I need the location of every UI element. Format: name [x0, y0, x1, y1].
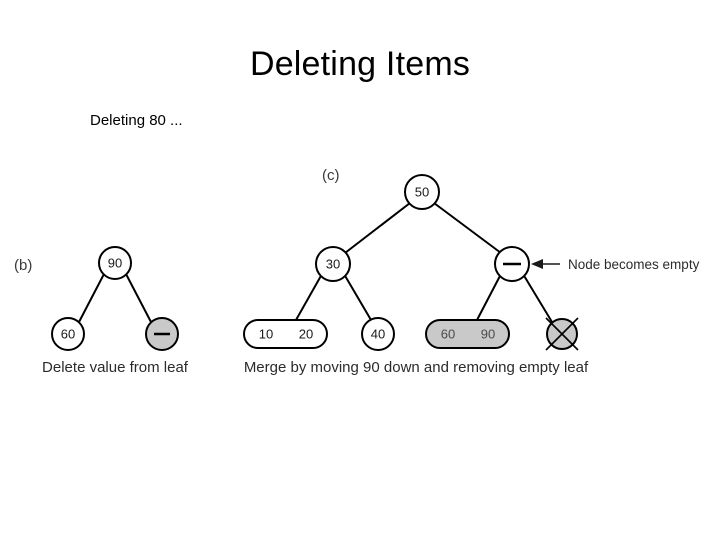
- annotation-node-becomes-empty: Node becomes empty: [531, 257, 700, 272]
- node-b-root-circle: [98, 246, 132, 280]
- node-c-leaf-10-label: 10: [259, 326, 273, 341]
- edge-c-empty-to-leaf3: [476, 273, 502, 321]
- node-c-leaf-10-20: 10 20: [243, 319, 328, 349]
- node-c-root-circle: [404, 174, 440, 210]
- node-c-leaf-10-20-box: [243, 319, 328, 349]
- cross-out-icon: [545, 317, 579, 351]
- figure-c-caption: Merge by moving 90 down and removing emp…: [244, 359, 589, 376]
- figure-b-label: (b): [14, 257, 32, 274]
- node-c-leaf-40-label: 40: [371, 326, 385, 341]
- page-title: Deleting Items: [249, 45, 471, 83]
- tree-diagram-svg: (b) 90 60 Delet: [14, 167, 700, 376]
- node-b-root-label: 90: [108, 255, 122, 270]
- node-c-leaf-40-circle: [361, 317, 395, 351]
- node-c-leaf-60-90: 60 90: [425, 319, 510, 349]
- figure-c-group: (c) 50 30: [243, 167, 700, 376]
- edge-c-root-to-right: [433, 202, 502, 254]
- node-c-left-child-circle: [315, 246, 351, 282]
- node-b-empty-leaf: [145, 317, 179, 351]
- node-c-removed-leaf: [545, 317, 579, 351]
- edge-c-30-to-leaf2: [343, 273, 372, 321]
- edge-b-root-to-right: [125, 273, 152, 323]
- annotation-label: Node becomes empty: [568, 257, 700, 272]
- node-c-empty: [494, 246, 530, 282]
- edge-c-empty-to-crossed: [522, 273, 553, 323]
- node-c-leaf-90-label: 90: [481, 326, 495, 341]
- node-c-leaf-60-90-box: [425, 319, 510, 349]
- node-c-left-child-label: 30: [326, 256, 340, 271]
- node-c-leaf-20-label: 20: [299, 326, 313, 341]
- edge-c-root-to-left: [344, 202, 411, 254]
- node-c-leaf-60-label: 60: [441, 326, 455, 341]
- figure-area: (b) 90 60 Delet: [0, 150, 720, 400]
- figure-b-caption: Delete value from leaf: [42, 359, 189, 376]
- edge-c-30-to-leaf1: [295, 273, 323, 321]
- node-b-left-leaf-circle: [51, 317, 85, 351]
- edge-b-root-to-left: [78, 273, 105, 323]
- node-b-root: 90: [98, 246, 132, 280]
- node-c-root-label: 50: [415, 184, 429, 199]
- figure-c-label: (c): [322, 167, 340, 184]
- node-c-left-child: 30: [315, 246, 351, 282]
- node-c-leaf-40: 40: [361, 317, 395, 351]
- node-b-left-leaf-label: 60: [61, 326, 75, 341]
- figure-b-group: (b) 90 60 Delet: [14, 246, 189, 376]
- arrow-left-icon: [531, 259, 543, 269]
- slide-subtitle: Deleting 80 ...: [90, 112, 183, 129]
- node-c-root: 50: [404, 174, 440, 210]
- node-b-left-leaf: 60: [51, 317, 85, 351]
